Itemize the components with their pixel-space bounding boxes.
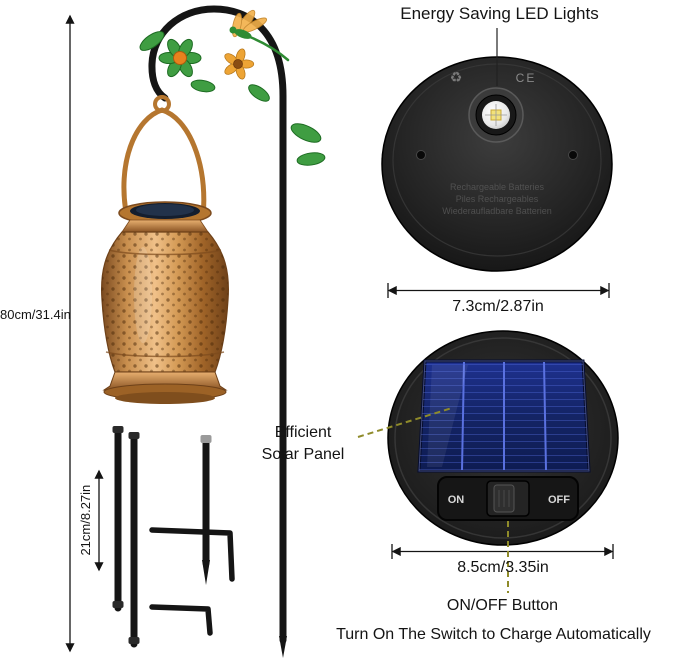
led-unit-bottom-view: ♻ CE Rechargeable Batteries Piles Rechar…: [381, 56, 613, 272]
led-diameter-dimension: [387, 283, 610, 298]
flower-amber-icon: [224, 48, 255, 80]
recycle-icon: ♻: [450, 69, 463, 85]
switch-note: Turn On The Switch to Charge Automatical…: [336, 626, 651, 643]
dragonfly-icon: [229, 9, 290, 62]
led-diameter-label: 7.3cm/2.87in: [452, 298, 544, 315]
solar-panel-label-line2: Solar Panel: [261, 446, 345, 463]
stake-tip: [279, 636, 287, 658]
shepherd-hook: [148, 5, 287, 658]
height-label: 80cm/31.4in: [0, 307, 71, 322]
etched-text: Rechargeable Batteries Piles Rechargeabl…: [442, 182, 552, 216]
solar-panel-pointer: [357, 407, 453, 438]
solar-unit-top-view: ON OFF: [387, 330, 619, 546]
hook-decorations: [139, 9, 326, 166]
spike-tip: [202, 560, 210, 585]
panel-diameter-label: 8.5cm/3.35in: [457, 559, 549, 576]
flower-green-icon: [158, 38, 202, 78]
power-switch[interactable]: ON OFF: [437, 476, 579, 521]
lantern: [100, 95, 230, 404]
off-label: OFF: [548, 494, 570, 506]
solar-panel-label-line1: Efficient: [274, 424, 332, 441]
screw-icon: [568, 150, 578, 160]
switch-label: ON/OFF Button: [446, 597, 559, 614]
perforation-pattern: [101, 232, 229, 372]
screw-icon: [416, 150, 426, 160]
callout-dashed-lines: [357, 407, 509, 593]
pole-segments: [112, 426, 212, 648]
svg-text:Piles Rechargeables: Piles Rechargeables: [456, 194, 539, 204]
panel-diameter-dimension: [391, 544, 614, 559]
ground-stakes: [149, 527, 235, 636]
led-title: Energy Saving LED Lights: [400, 4, 599, 23]
handle: [121, 107, 207, 219]
led-light: [468, 87, 524, 143]
svg-text:Rechargeable Batteries: Rechargeable Batteries: [450, 182, 545, 192]
svg-text:Wiederaufladbare Batterien: Wiederaufladbare Batterien: [442, 206, 552, 216]
on-label: ON: [448, 494, 465, 506]
ce-mark: CE: [516, 71, 537, 85]
leaf-icons: [139, 31, 326, 166]
solar-panel: [417, 359, 591, 473]
lantern-neck: [121, 219, 209, 233]
pole-length-label: 21cm/8.27in: [77, 484, 93, 556]
